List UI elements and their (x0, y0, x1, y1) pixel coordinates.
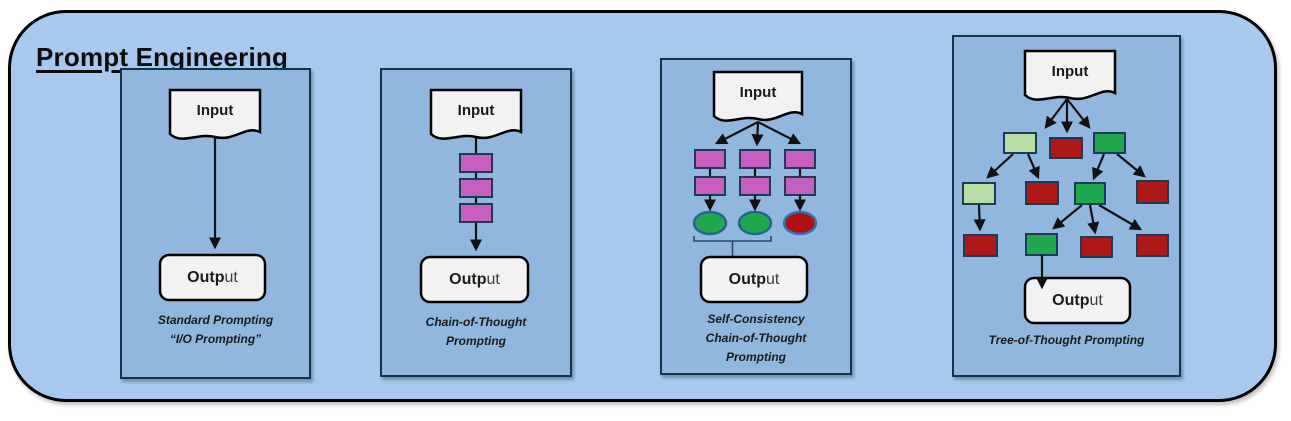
thought-step-node (739, 176, 771, 196)
caption-line: Prompting (726, 350, 786, 365)
input-document-shape (712, 70, 804, 122)
tree-node-red (963, 234, 998, 257)
tree-node-red (1136, 234, 1169, 257)
tree-node-light-green (962, 182, 996, 205)
panel-caption: Self-Consistency Chain-of-Thought Prompt… (662, 310, 850, 368)
tree-node-red (1025, 181, 1059, 205)
caption-line: Self-Consistency (707, 312, 805, 326)
thought-step-node (459, 178, 493, 198)
thought-step-node (459, 203, 493, 223)
tree-edge-arrow (1092, 153, 1106, 181)
tree-edge-arrow (1098, 204, 1143, 231)
caption-line: Chain-of-Thought (425, 315, 527, 329)
answer-ellipse-red (782, 210, 818, 236)
output-box (419, 255, 530, 304)
input-document-shape (1023, 49, 1117, 101)
panel-caption: Tree-of-Thought Prompting (954, 331, 1179, 350)
thought-step-node (694, 176, 726, 196)
tree-node-red (1049, 137, 1083, 159)
fanout-arrow (714, 121, 759, 145)
tree-of-thought-graphic (962, 49, 1169, 325)
output-box (1023, 276, 1132, 325)
caption-line: Chain-of-Thought (705, 331, 807, 346)
thought-step-node (784, 176, 816, 196)
tree-edge-arrow (1087, 204, 1100, 235)
thought-step-node (694, 149, 726, 169)
majority-vote-brace (693, 236, 772, 257)
fanout-arrow (1044, 98, 1068, 129)
thought-step-node (784, 149, 816, 169)
tree-edge-arrow (973, 204, 986, 232)
diagram-title: Prompt Engineering (36, 42, 289, 72)
fanout-arrow (751, 121, 764, 147)
caption-line: Prompting (446, 334, 506, 349)
tree-edge-arrow (986, 153, 1014, 179)
tree-node-green (1025, 233, 1058, 256)
tree-node-green (1074, 182, 1106, 205)
standard-prompting-graphic (158, 88, 267, 302)
tree-edge-arrow (1052, 204, 1083, 230)
input-document-shape (429, 88, 523, 140)
tree-node-light-green (1003, 132, 1037, 154)
caption-line: Tree-of-Thought Prompting (988, 333, 1145, 347)
caption-line: “I/O Prompting” (169, 332, 262, 347)
output-box (158, 253, 267, 302)
thought-step-node (459, 153, 493, 173)
panel-caption: Standard Prompting “I/O Prompting” (122, 311, 309, 349)
panel-caption: Chain-of-Thought Prompting (382, 313, 570, 351)
tree-node-red (1080, 236, 1113, 258)
fanout-arrow (757, 121, 802, 145)
thought-step-node (739, 149, 771, 169)
tree-edge-arrow (1116, 153, 1146, 178)
answer-ellipse-green (692, 210, 728, 236)
self-consistency-graphic (692, 70, 818, 304)
output-box (699, 255, 809, 304)
chain-of-thought-graphic (419, 88, 530, 304)
caption-line: Standard Prompting (157, 313, 274, 327)
answer-ellipse-green (737, 210, 773, 236)
tree-edge-arrow (1026, 153, 1040, 180)
tree-node-green (1093, 132, 1126, 154)
fanout-arrow (1066, 98, 1091, 129)
input-document-shape (168, 88, 262, 140)
tree-node-red (1136, 180, 1169, 204)
